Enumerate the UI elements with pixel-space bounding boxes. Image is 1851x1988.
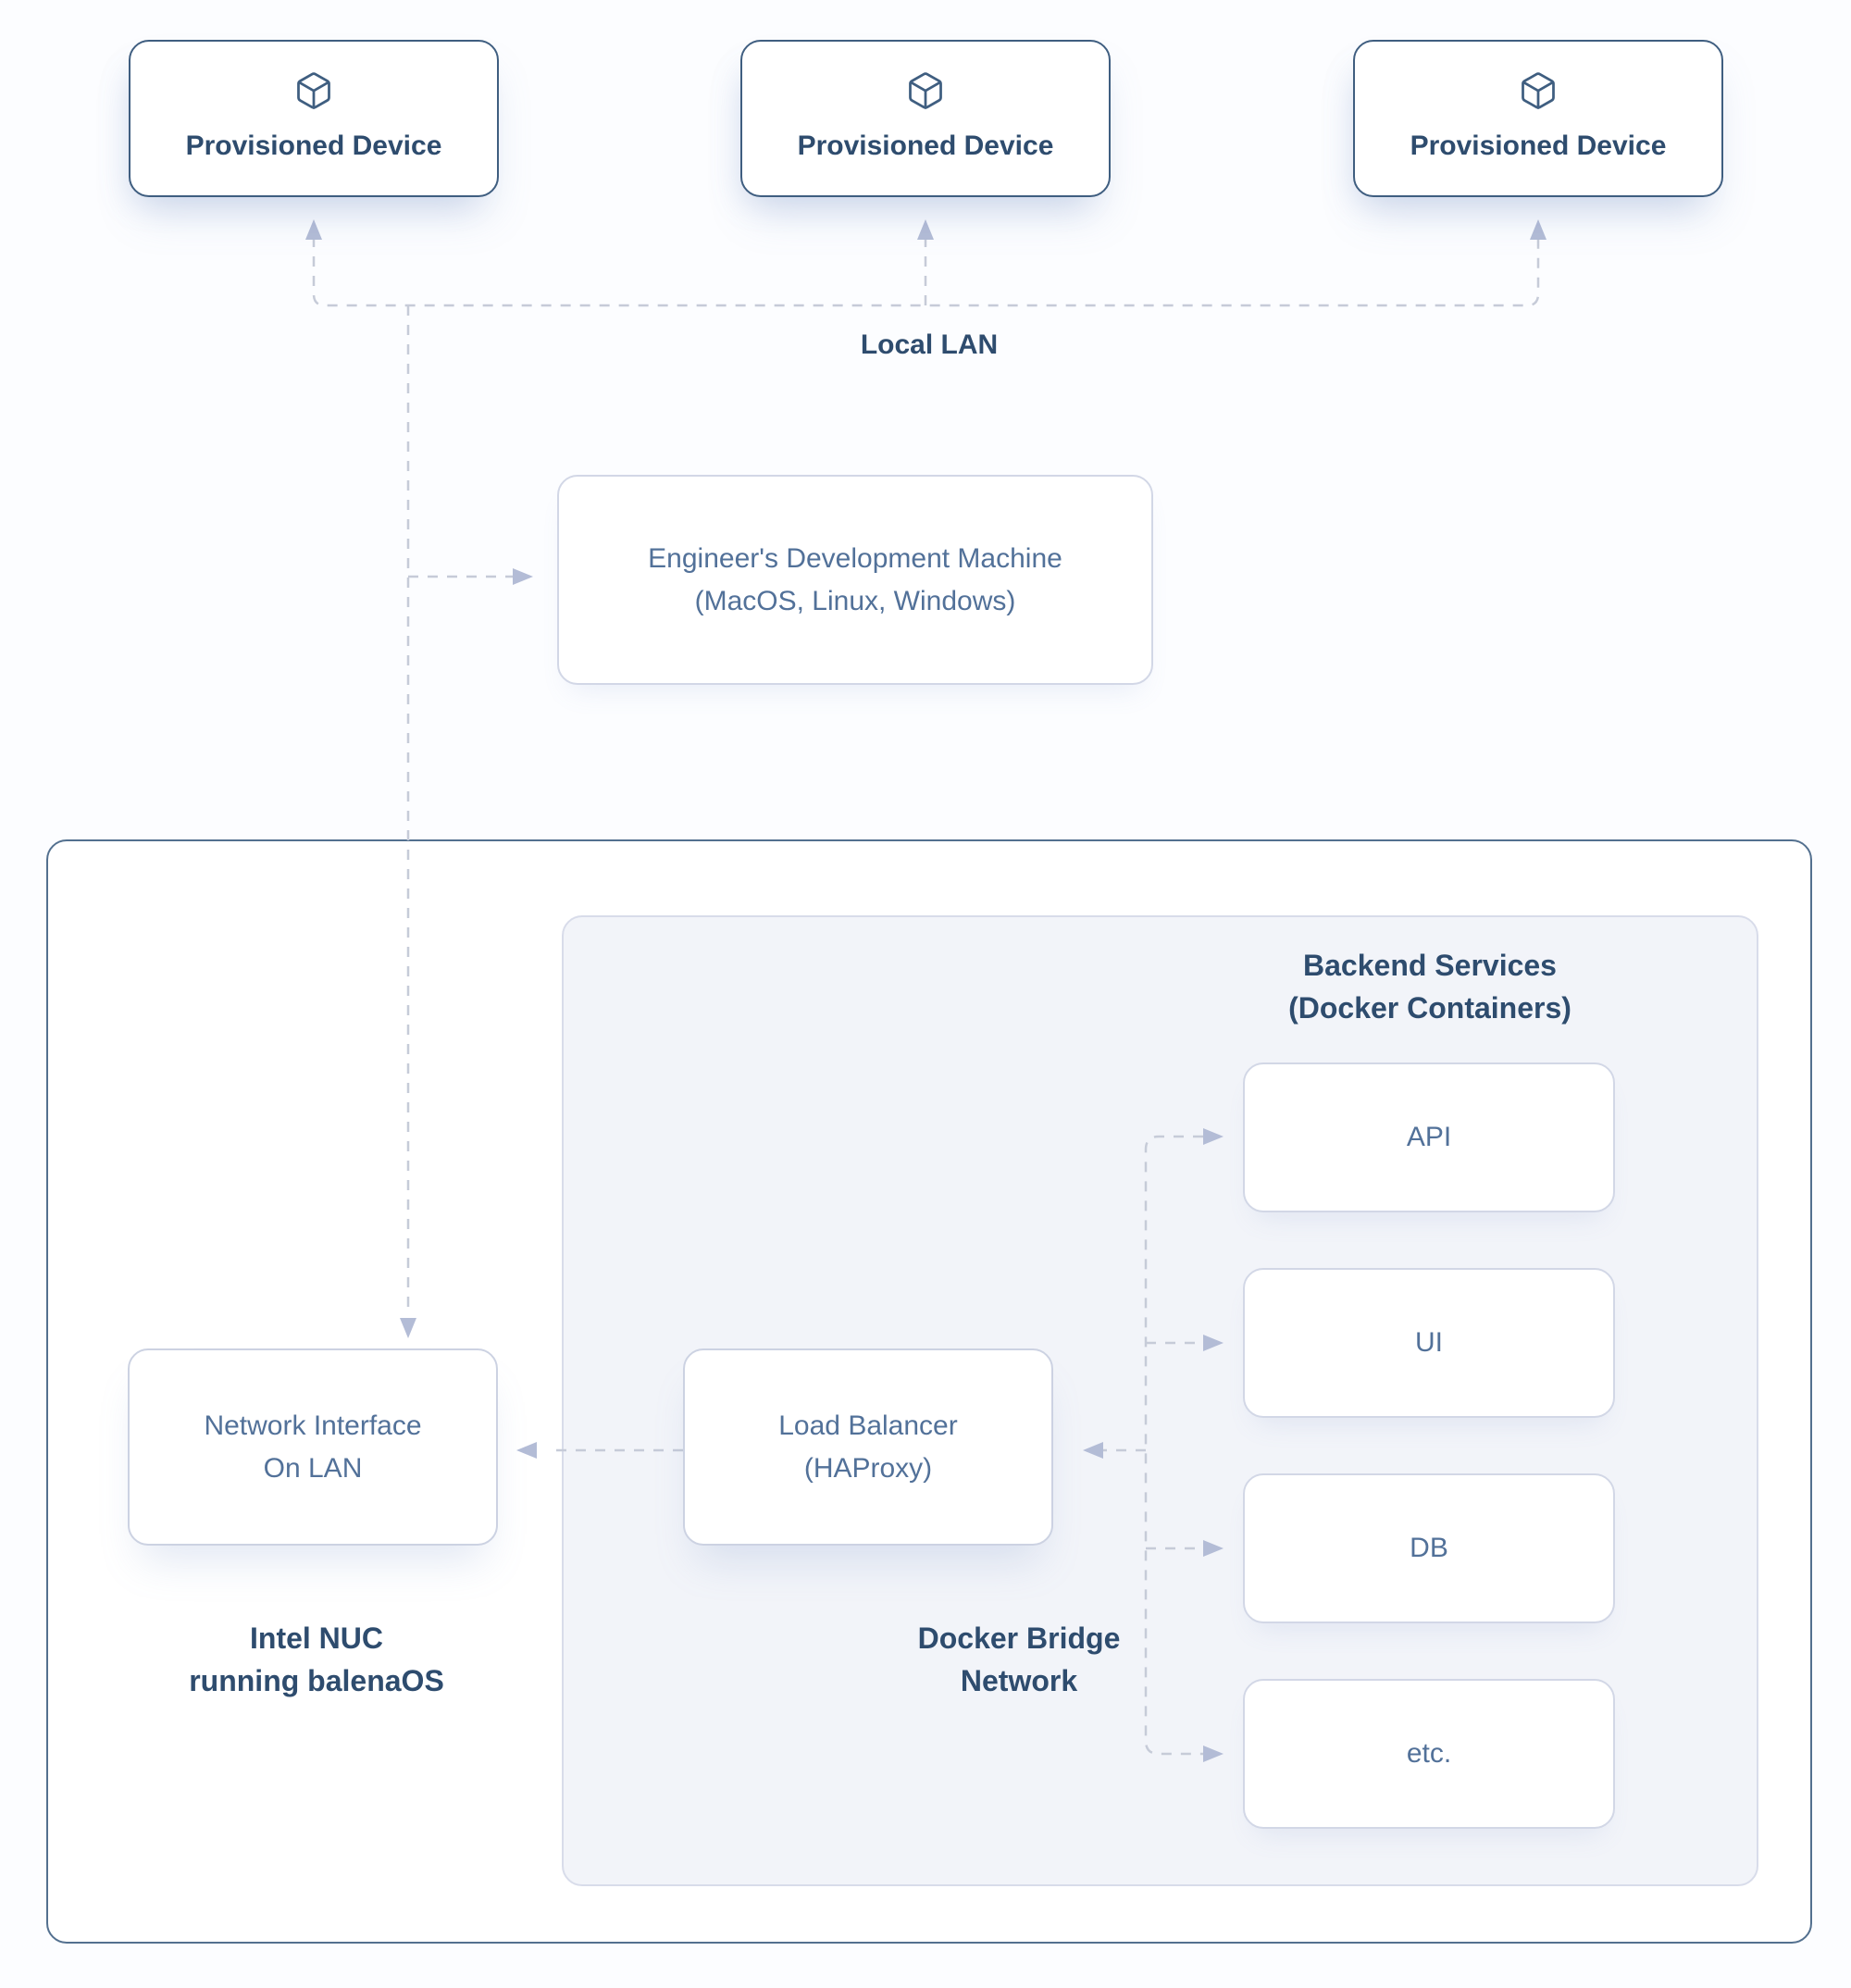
dev-machine-line2: (MacOS, Linux, Windows) xyxy=(694,585,1016,616)
arrow-up-device-1 xyxy=(305,219,322,240)
node-service-ui: UI xyxy=(1243,1268,1615,1418)
device-label: Provisioned Device xyxy=(185,130,442,161)
node-provisioned-device-1: Provisioned Device xyxy=(129,40,499,197)
intel-nuc-line2: running balenaOS xyxy=(189,1664,444,1697)
node-dev-machine: Engineer's Development Machine (MacOS, L… xyxy=(557,475,1153,685)
arrow-up-device-2 xyxy=(917,219,934,240)
device-label: Provisioned Device xyxy=(1410,130,1667,161)
node-network-interface: Network Interface On LAN xyxy=(128,1348,498,1546)
service-label: UI xyxy=(1415,1327,1443,1358)
node-service-db: DB xyxy=(1243,1473,1615,1623)
intel-nuc-line1: Intel NUC xyxy=(250,1621,383,1655)
dev-machine-line1: Engineer's Development Machine xyxy=(648,542,1062,574)
service-label: API xyxy=(1406,1122,1452,1152)
node-provisioned-device-3: Provisioned Device xyxy=(1353,40,1723,197)
docker-bridge-label: Docker Bridge Network xyxy=(834,1617,1204,1702)
arrow-right-devmachine xyxy=(513,568,533,585)
node-load-balancer: Load Balancer (HAProxy) xyxy=(683,1348,1053,1546)
lan-bus-connector xyxy=(312,237,1540,307)
node-provisioned-device-2: Provisioned Device xyxy=(740,40,1111,197)
node-service-api: API xyxy=(1243,1062,1615,1212)
intel-nuc-label: Intel NUC running balenaOS xyxy=(131,1617,502,1702)
backend-services-title: Backend Services (Docker Containers) xyxy=(1245,944,1615,1029)
load-balancer-line2: (HAProxy) xyxy=(803,1452,933,1484)
local-lan-label: Local LAN xyxy=(860,329,999,360)
load-balancer-line1: Load Balancer xyxy=(778,1410,958,1441)
service-label: DB xyxy=(1410,1533,1448,1563)
arrow-up-device-3 xyxy=(1530,219,1547,240)
backend-services-line1: Backend Services xyxy=(1303,949,1557,982)
network-interface-line1: Network Interface xyxy=(204,1410,422,1441)
cube-icon xyxy=(1518,70,1559,111)
device-label: Provisioned Device xyxy=(797,130,1054,161)
backend-services-line2: (Docker Containers) xyxy=(1288,991,1571,1025)
cube-icon xyxy=(293,70,334,111)
cube-icon xyxy=(905,70,946,111)
network-interface-line2: On LAN xyxy=(263,1452,363,1484)
node-service-etc: etc. xyxy=(1243,1679,1615,1829)
docker-bridge-line2: Network xyxy=(960,1664,1078,1697)
docker-bridge-line1: Docker Bridge xyxy=(917,1621,1121,1655)
service-label: etc. xyxy=(1406,1738,1452,1769)
